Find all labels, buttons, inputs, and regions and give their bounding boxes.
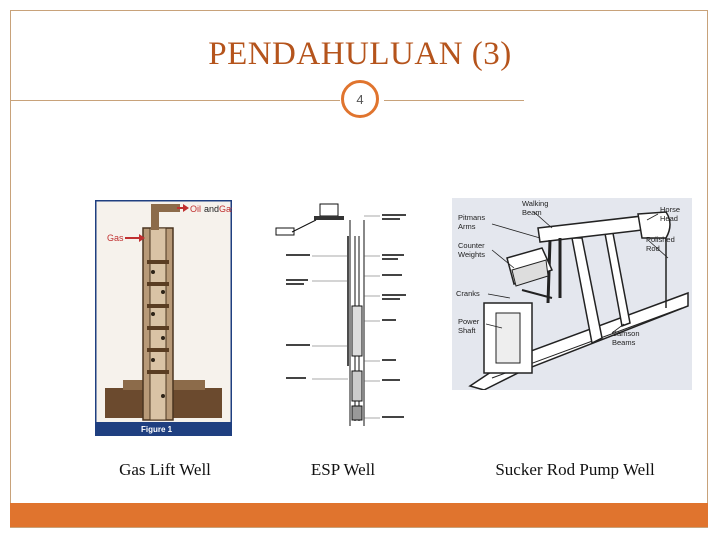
svg-text:Beams: Beams bbox=[612, 338, 636, 347]
svg-text:Weights: Weights bbox=[458, 250, 485, 259]
svg-text:Counter: Counter bbox=[458, 241, 485, 250]
page-number-badge: 4 bbox=[341, 80, 379, 118]
svg-text:Power: Power bbox=[458, 317, 480, 326]
title-rule-right bbox=[384, 100, 524, 101]
figure-label: Figure 1 bbox=[141, 425, 173, 434]
slide-title: PENDAHULUAN (3) bbox=[208, 36, 512, 72]
gas-lift-caption: Gas Lift Well bbox=[119, 460, 211, 479]
svg-text:Pitmans: Pitmans bbox=[458, 213, 485, 222]
walking-beam-label-line2: Beam bbox=[522, 208, 542, 217]
title-rule-left bbox=[10, 100, 340, 101]
gas-lift-well-figure: Oil and Gas Gas Figure 1 bbox=[95, 200, 232, 436]
slide-frame bbox=[10, 10, 708, 528]
sucker-rod-caption: Sucker Rod Pump Well bbox=[495, 460, 655, 479]
and-label: and bbox=[204, 204, 219, 214]
svg-text:Polished: Polished bbox=[646, 235, 675, 244]
svg-text:Head: Head bbox=[660, 214, 678, 223]
svg-text:Samson: Samson bbox=[612, 329, 640, 338]
esp-well-figure bbox=[272, 196, 412, 434]
sucker-rod-pump-figure: Walking Beam Horse Head Pitmans Arms Cou… bbox=[452, 198, 692, 390]
svg-text:Shaft: Shaft bbox=[458, 326, 476, 335]
walking-beam-label-line1: Walking bbox=[522, 199, 548, 208]
oil-label: Oil bbox=[190, 204, 201, 214]
svg-text:Cranks: Cranks bbox=[456, 289, 480, 298]
gas-output-label: Gas bbox=[219, 204, 232, 214]
gas-input-label: Gas bbox=[107, 233, 124, 243]
footer-accent-bar bbox=[10, 503, 708, 527]
svg-text:Horse: Horse bbox=[660, 205, 680, 214]
esp-caption: ESP Well bbox=[310, 460, 376, 479]
svg-text:Rod: Rod bbox=[646, 244, 660, 253]
svg-text:Arms: Arms bbox=[458, 222, 476, 231]
